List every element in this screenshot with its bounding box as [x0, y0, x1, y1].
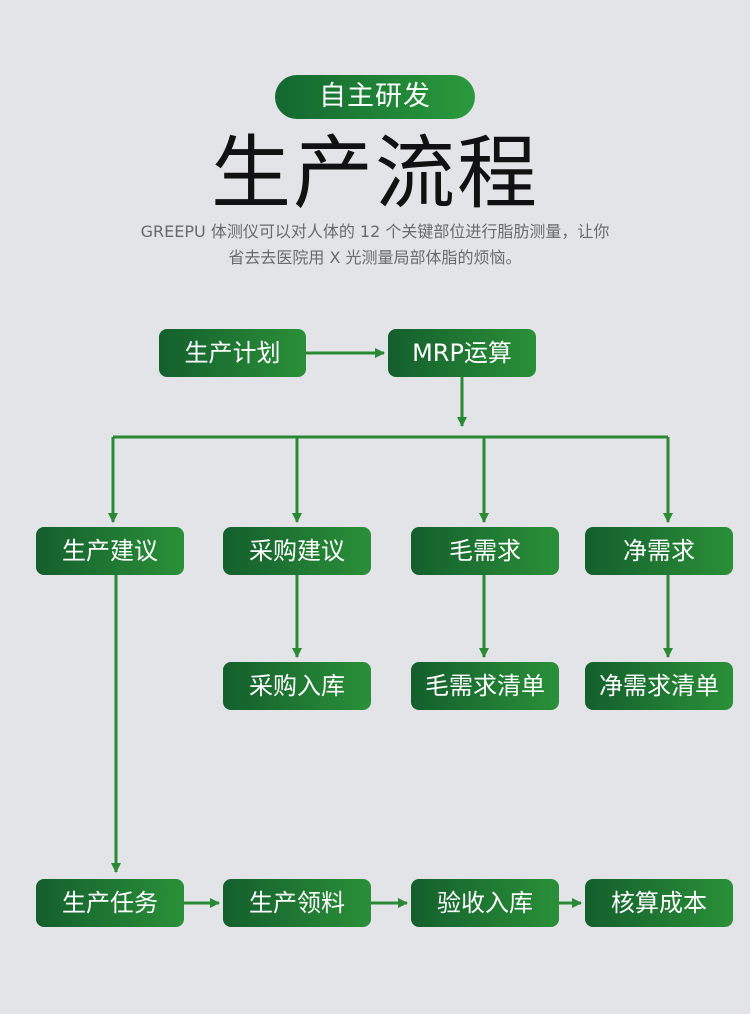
- node-production-picking: 生产领料: [223, 879, 371, 927]
- node-production-plan: 生产计划: [159, 329, 306, 377]
- badge-pill: 自主研发: [275, 75, 475, 119]
- node-purchase-inbound: 采购入库: [223, 662, 371, 710]
- description-line-2: 省去去医院用 X 光测量局部体脂的烦恼。: [228, 248, 522, 267]
- description-line-1: GREEPU 体测仪可以对人体的 12 个关键部位进行脂肪测量，让你: [140, 222, 610, 241]
- description: GREEPU 体测仪可以对人体的 12 个关键部位进行脂肪测量，让你 省去去医院…: [60, 219, 690, 271]
- node-production-task: 生产任务: [36, 879, 184, 927]
- node-production-suggestion: 生产建议: [36, 527, 184, 575]
- node-mrp-calc: MRP运算: [388, 329, 536, 377]
- node-purchase-suggestion: 采购建议: [223, 527, 371, 575]
- node-receive-inbound: 验收入库: [411, 879, 559, 927]
- node-gross-demand-list: 毛需求清单: [411, 662, 559, 710]
- node-net-demand: 净需求: [585, 527, 733, 575]
- node-net-demand-list: 净需求清单: [585, 662, 733, 710]
- node-cost-accounting: 核算成本: [585, 879, 733, 927]
- node-gross-demand: 毛需求: [411, 527, 559, 575]
- page-title: 生产流程: [211, 127, 539, 220]
